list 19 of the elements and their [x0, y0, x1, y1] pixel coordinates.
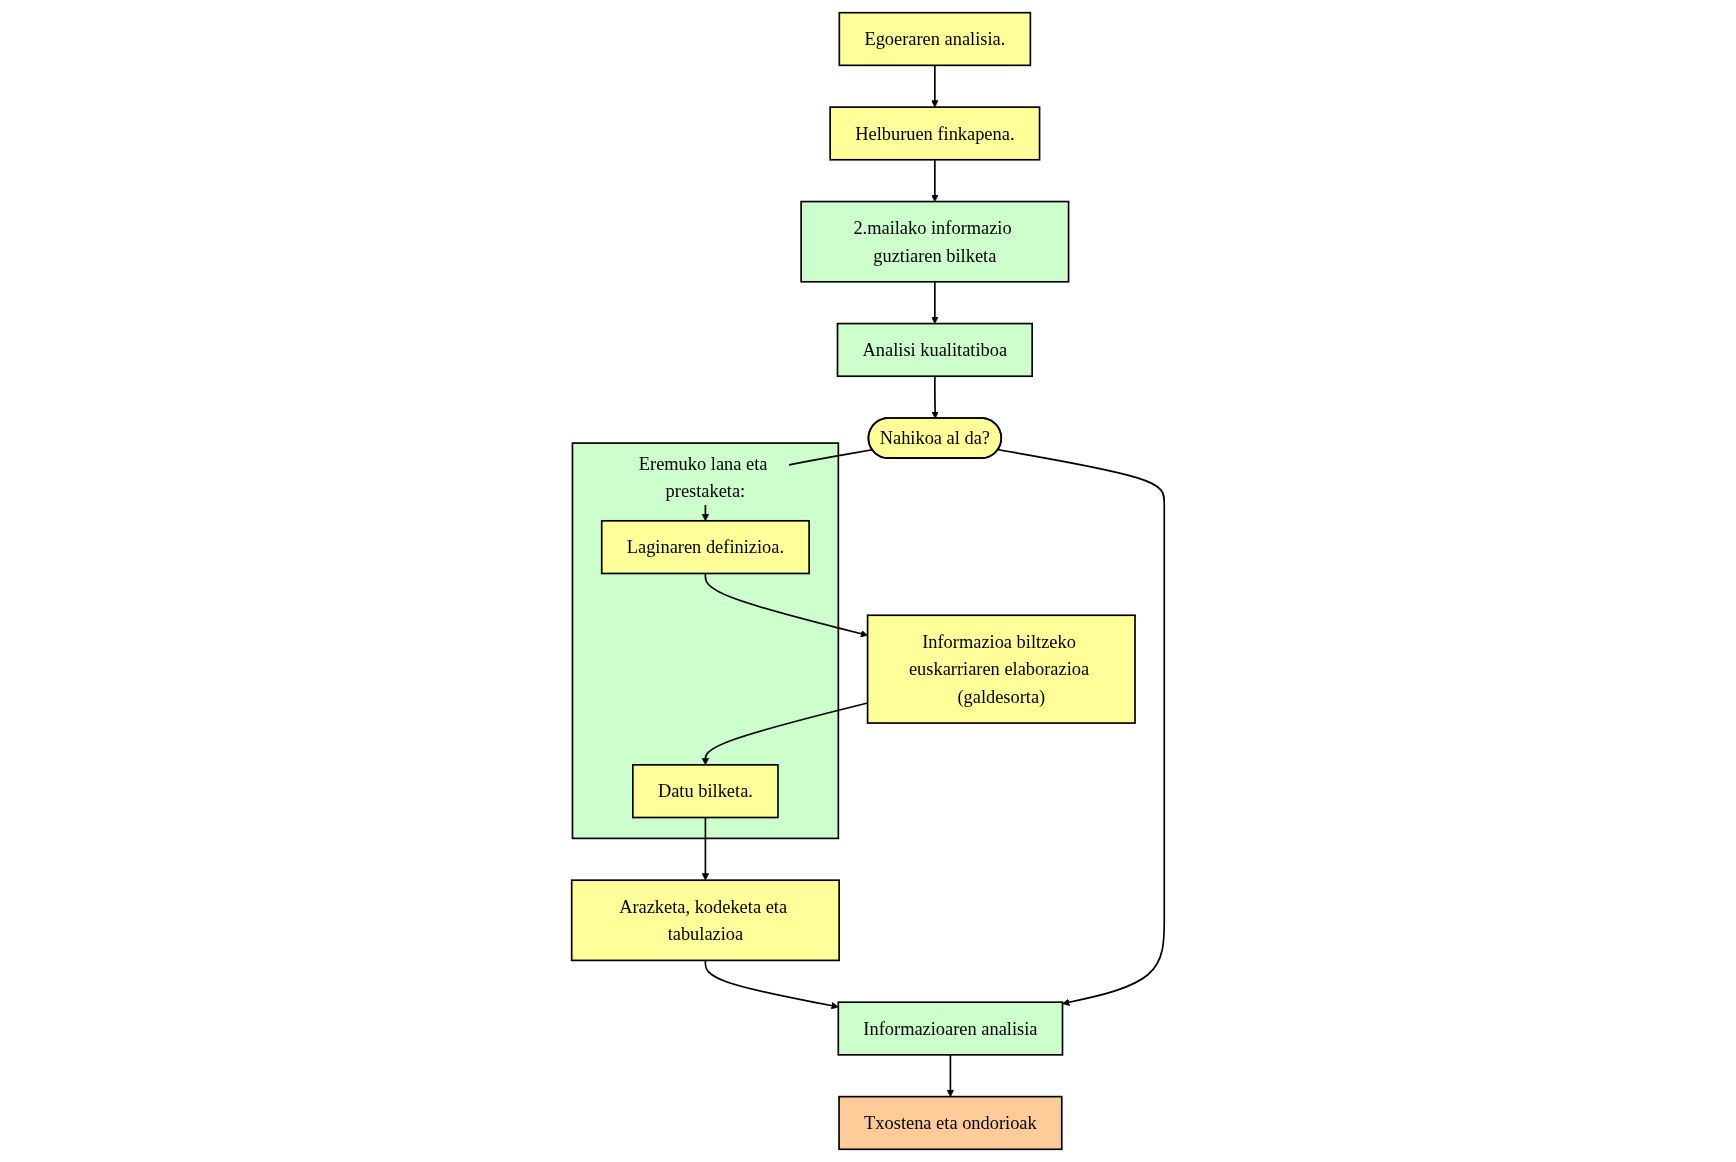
node-box: Egoeraren analisia.: [838, 11, 1032, 67]
node-box: Datu bilketa.: [632, 764, 779, 819]
arrow: [704, 959, 839, 1010]
arrow: [701, 816, 710, 881]
arrow: [931, 64, 939, 108]
arrow: [931, 375, 939, 419]
node-box: Arazketa, kodeketa eta tabulazioa: [570, 879, 840, 962]
node-box: Txostena eta ondorioak: [838, 1095, 1063, 1151]
node-box: Helburuen finkapena.: [829, 106, 1041, 161]
arrow: [997, 448, 1166, 1006]
node-box: Informazioa biltzeko euskarriaren elaborazioa (galdesorta): [866, 614, 1136, 724]
node-box: Laginaren definizioa.: [600, 520, 810, 575]
node-box: Informazioaren analisia: [837, 1001, 1064, 1056]
arrow: [946, 1054, 955, 1097]
node-box: 2.mailako informazio guztiaren bilketa: [800, 200, 1070, 283]
node-box: Analisi kualitatiboa: [836, 322, 1033, 378]
arrow: [931, 280, 939, 324]
arrow: [704, 572, 868, 638]
arrow: [931, 158, 939, 202]
